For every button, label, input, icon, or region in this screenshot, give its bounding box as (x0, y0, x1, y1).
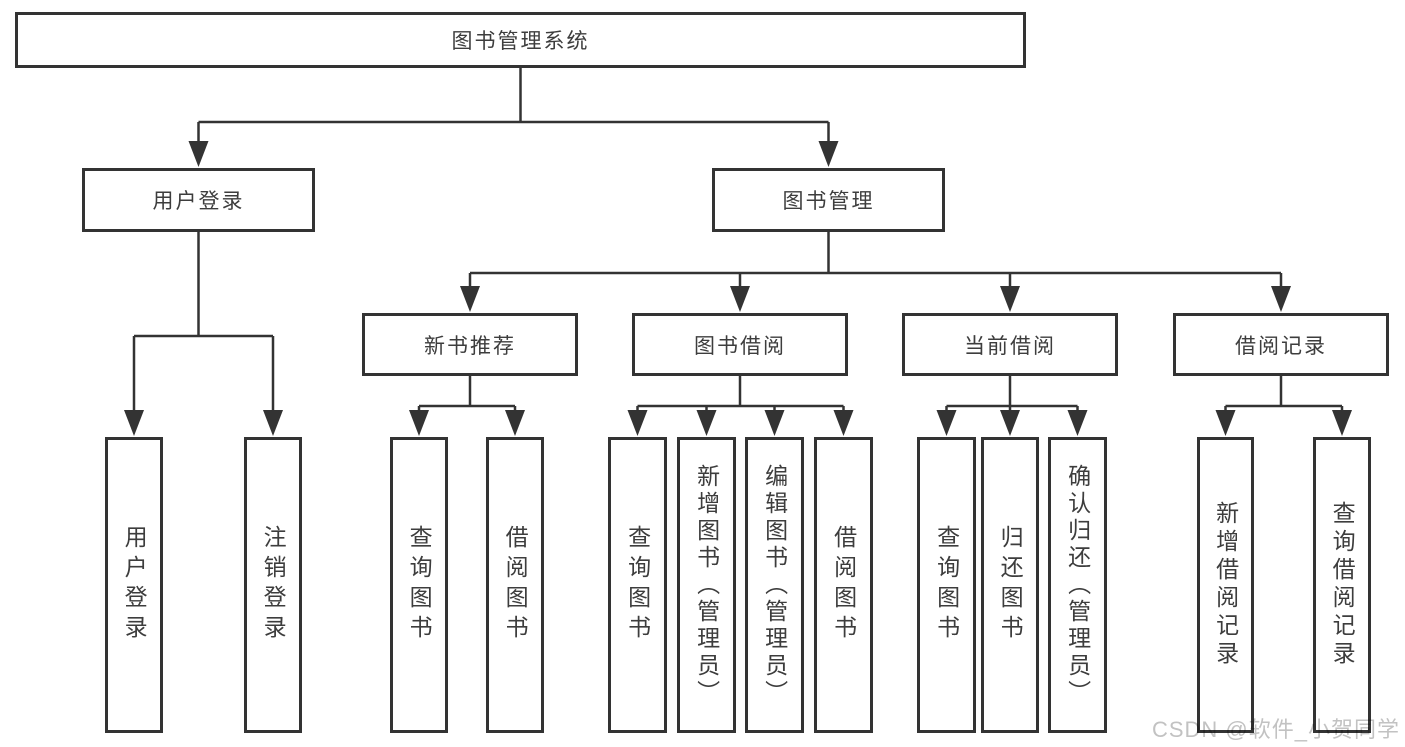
node-current-borrow: 当前借阅 (902, 313, 1118, 376)
arrowhead-icon (124, 141, 1352, 436)
leaf-edit-book-admin: 编辑图书（管理员） (745, 437, 804, 733)
node-book-borrow: 图书借阅 (632, 313, 848, 376)
node-book-management: 图书管理 (712, 168, 945, 232)
leaf-user-login: 用户登录 (105, 437, 163, 733)
leaf-logout: 注销登录 (244, 437, 302, 733)
leaf-query-books-borrow: 查询图书 (608, 437, 667, 733)
leaf-query-books-current: 查询图书 (917, 437, 976, 733)
leaf-borrow-books: 借阅图书 (814, 437, 873, 733)
leaf-add-borrow-record: 新增借阅记录 (1197, 437, 1254, 733)
leaf-confirm-return-admin: 确认归还（管理员） (1048, 437, 1107, 733)
leaf-query-borrow-record: 查询借阅记录 (1313, 437, 1371, 733)
leaf-borrow-books-recommend: 借阅图书 (486, 437, 544, 733)
csdn-watermark: CSDN @软件_小贺同学 (1151, 717, 1400, 742)
node-borrow-records: 借阅记录 (1173, 313, 1389, 376)
node-user-login-branch: 用户登录 (82, 168, 315, 232)
node-new-book-recommend: 新书推荐 (362, 313, 578, 376)
node-root: 图书管理系统 (15, 12, 1026, 68)
leaf-add-book-admin: 新增图书（管理员） (677, 437, 736, 733)
leaf-query-books-recommend: 查询图书 (390, 437, 448, 733)
leaf-return-book: 归还图书 (981, 437, 1039, 733)
